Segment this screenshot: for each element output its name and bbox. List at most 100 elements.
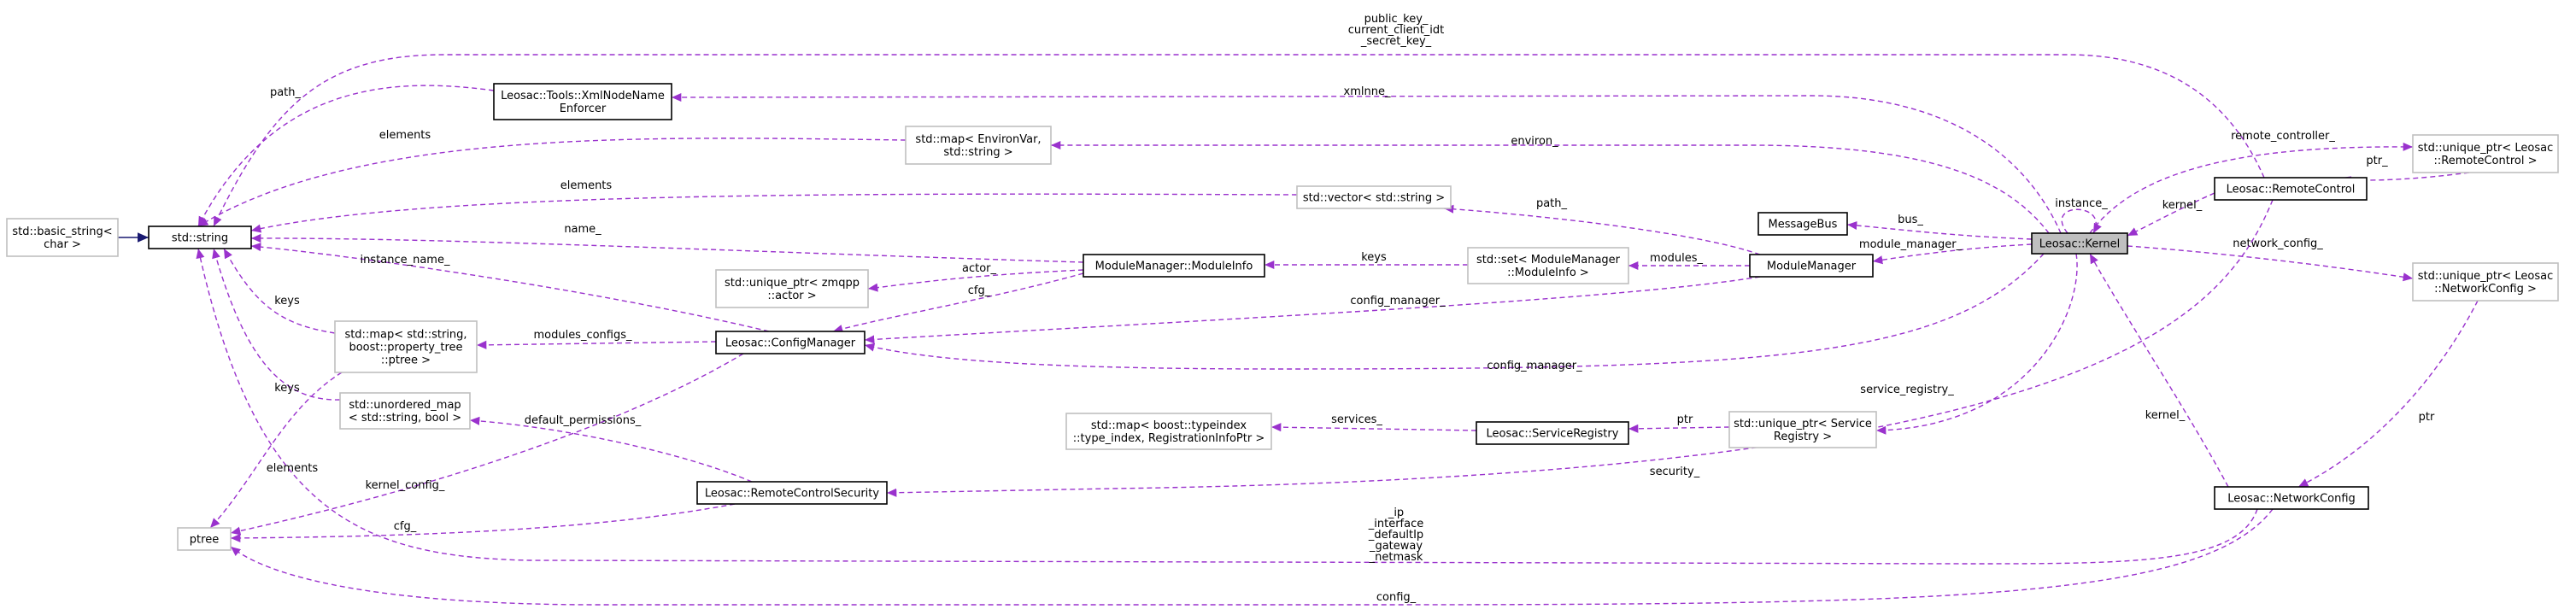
edge-set-moduleinfo-to-module-info: keys — [1265, 251, 1468, 270]
node-box[interactable] — [493, 83, 672, 120]
node-label: ptree — [190, 534, 219, 547]
node-module-info[interactable]: ModuleManager::ModuleInfo — [1083, 254, 1265, 278]
node-remote-control[interactable]: Leosac::RemoteControl — [2214, 177, 2368, 201]
node-label: Leosac::RemoteControl — [2227, 184, 2356, 196]
node-basic-string[interactable]: std::basic_string<char > — [6, 218, 119, 257]
edge-line — [864, 253, 2045, 370]
edge-label: modules_ — [1650, 252, 1703, 265]
edge-ptree-map-to-string: keys — [223, 248, 336, 334]
edge-label: instance_ — [2055, 197, 2108, 210]
node-module-manager[interactable]: ModuleManager — [1749, 254, 1874, 278]
edge-config-manager-to-string: instance_name_ — [250, 243, 770, 332]
edge-line — [250, 243, 770, 332]
edge-label: module_manager_ — [1859, 238, 1963, 251]
edge-line — [832, 272, 1084, 333]
node-box[interactable] — [696, 481, 888, 505]
edge-label: cfg_ — [968, 284, 991, 297]
node-unordered-map[interactable]: std::unordered_map< std::string, bool > — [339, 392, 471, 430]
edge-layer: path_elementselementsname_instance_name_… — [118, 13, 2479, 606]
edge-rcs-to-ptree: cfg_ — [230, 503, 736, 542]
edge-module-info-to-config-manager: cfg_ — [832, 272, 1084, 333]
node-label: Leosac::Kernel — [2039, 238, 2120, 251]
edge-line — [196, 248, 2258, 565]
edge-label: ptr — [1677, 413, 1693, 426]
node-ptree-map[interactable]: std::map< std::string,boost::property_tr… — [334, 320, 478, 373]
node-box[interactable] — [334, 320, 478, 373]
node-config-manager[interactable]: Leosac::ConfigManager — [715, 331, 866, 354]
node-box[interactable] — [905, 126, 1052, 165]
node-box[interactable] — [177, 527, 232, 551]
node-box[interactable] — [2031, 232, 2128, 255]
edge-label: xmlnne_ — [1344, 85, 1391, 98]
node-service-registry[interactable]: Leosac::ServiceRegistry — [1476, 421, 1629, 445]
node-label: Leosac::RemoteControlSecurity — [705, 488, 879, 501]
node-label: std::map< std::string,boost::property_tr… — [344, 329, 466, 367]
node-box[interactable] — [2412, 262, 2559, 302]
node-box[interactable] — [2412, 134, 2559, 173]
edge-line — [1872, 243, 2033, 265]
edge-line — [867, 269, 1084, 292]
edge-remote-control-to-kernel: kernel_ — [2127, 192, 2215, 237]
node-box[interactable] — [1757, 212, 1848, 236]
node-box[interactable] — [6, 218, 119, 257]
node-label: std::basic_string<char > — [12, 226, 112, 251]
node-label: std::set< ModuleManager::ModuleInfo > — [1476, 254, 1621, 279]
node-typeindex-map[interactable]: std::map< boost::typeindex::type_index, … — [1065, 413, 1272, 450]
node-ptree[interactable]: ptree — [177, 527, 232, 551]
edge-label: _ip_interface_defaultIp_gateway_netmask — [1368, 507, 1423, 564]
node-message-bus[interactable]: MessageBus — [1757, 212, 1848, 236]
node-box[interactable] — [715, 331, 866, 354]
edge-label: keys — [1361, 251, 1387, 264]
node-box[interactable] — [148, 226, 252, 249]
edge-label: kernel_config_ — [366, 479, 445, 492]
node-box[interactable] — [339, 392, 471, 430]
edge-label: remote_controller_ — [2231, 130, 2335, 143]
edge-module-info-to-string: name_ — [250, 223, 1084, 263]
node-box[interactable] — [1476, 421, 1629, 445]
node-environ-map[interactable]: std::map< EnvironVar,std::string > — [905, 126, 1052, 165]
edge-line — [230, 503, 736, 542]
edge-label: security_ — [1650, 466, 1700, 478]
node-box[interactable] — [1749, 254, 1874, 278]
edge-line — [864, 276, 1761, 344]
edge-kernel-to-xmlnode: xmlnne_ — [671, 85, 2062, 234]
edge-line — [886, 199, 2274, 497]
node-box[interactable] — [715, 269, 869, 308]
edge-unordered-map-to-string: keys — [212, 248, 341, 401]
edge-label: name_ — [564, 223, 601, 236]
node-label: MessageBus — [1769, 219, 1838, 231]
edge-line — [250, 233, 1084, 263]
edge-label: path_ — [270, 86, 302, 99]
edge-label: elements — [560, 179, 613, 192]
node-label: std::string — [172, 232, 228, 245]
node-box[interactable] — [1083, 254, 1265, 278]
node-label: Leosac::ServiceRegistry — [1487, 428, 1619, 441]
node-box[interactable] — [1296, 185, 1452, 209]
edge-line — [212, 248, 341, 401]
node-set-moduleinfo[interactable]: std::set< ModuleManager::ModuleInfo > — [1467, 247, 1629, 284]
node-string[interactable]: std::string — [148, 226, 252, 249]
node-up-remote-control[interactable]: std::unique_ptr< Leosac::RemoteControl > — [2412, 134, 2559, 173]
edge-label: service_registry_ — [1860, 384, 1954, 396]
node-box[interactable] — [2214, 177, 2368, 201]
node-kernel[interactable]: Leosac::Kernel — [2031, 232, 2128, 255]
node-box[interactable] — [2214, 486, 2369, 510]
edge-vector-string-to-string: elements — [250, 179, 1298, 233]
node-box[interactable] — [1065, 413, 1272, 450]
node-label: std::map< boost::typeindex::type_index, … — [1073, 419, 1265, 445]
edge-label: cfg_ — [394, 520, 417, 533]
node-rcs[interactable]: Leosac::RemoteControlSecurity — [696, 481, 888, 505]
node-vector-string[interactable]: std::vector< std::string > — [1296, 185, 1452, 209]
node-box[interactable] — [1467, 247, 1629, 284]
edge-label: config_manager_ — [1487, 360, 1582, 372]
node-up-network-config[interactable]: std::unique_ptr< Leosac::NetworkConfig > — [2412, 262, 2559, 302]
node-box[interactable] — [1728, 411, 1877, 448]
node-zmqpp-actor[interactable]: std::unique_ptr< zmqpp::actor > — [715, 269, 869, 308]
edge-module-manager-to-config-manager: config_manager_ — [864, 276, 1761, 344]
node-network-config[interactable]: Leosac::NetworkConfig — [2214, 486, 2369, 510]
edge-service-registry-to-typeindex-map: services_ — [1270, 413, 1477, 432]
